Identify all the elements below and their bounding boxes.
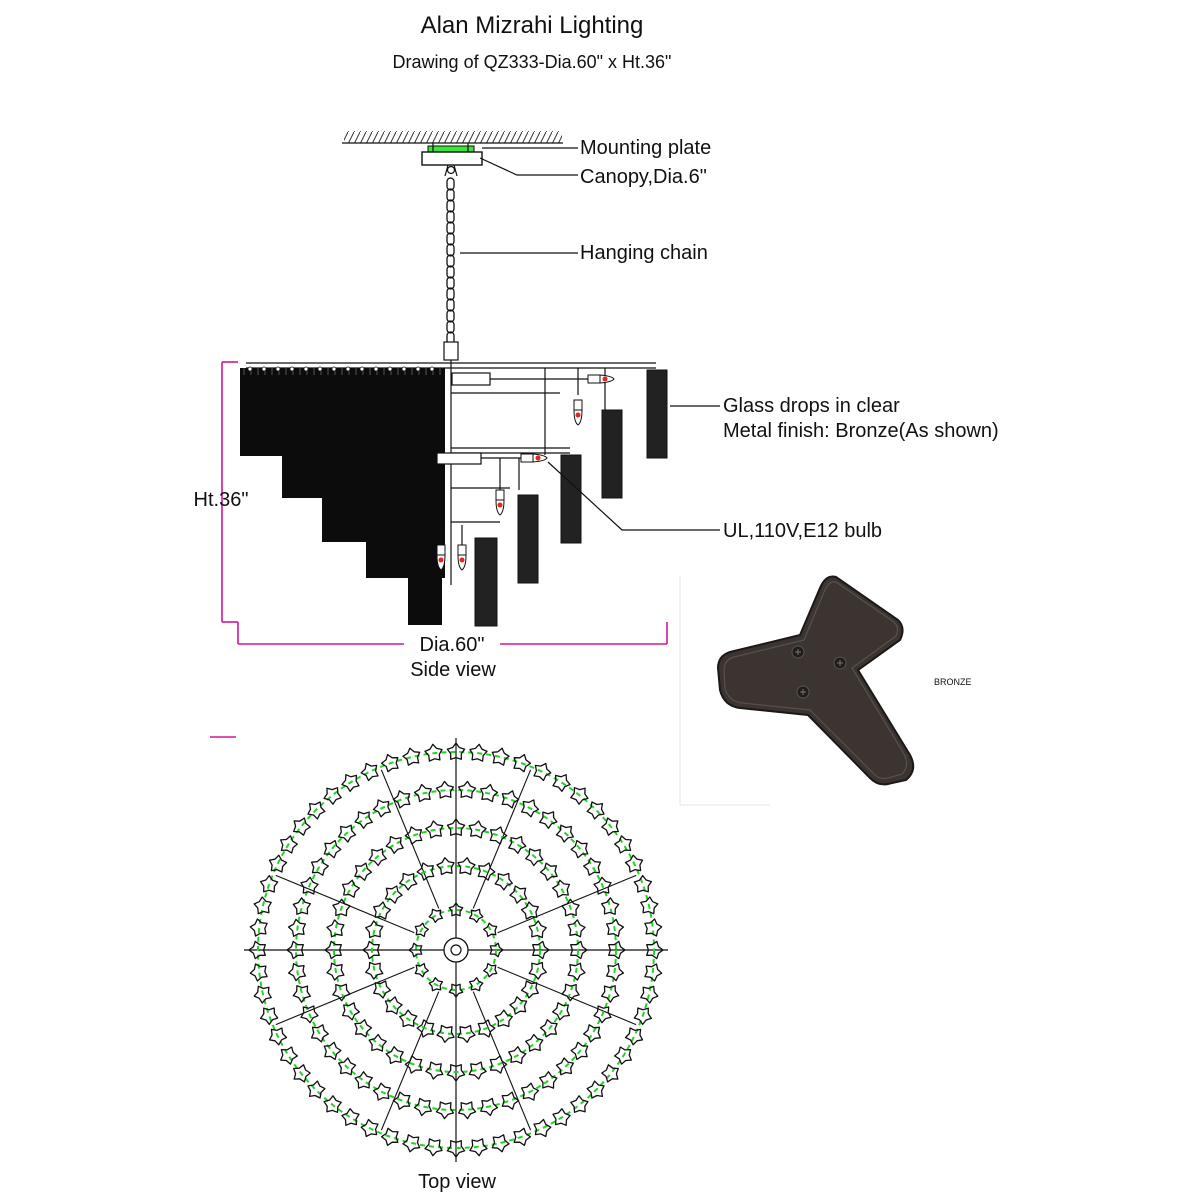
bronze-canopy-sample [716,575,915,786]
glass-drops-right [474,369,668,627]
top-hub [443,341,459,585]
drop-ring [362,857,550,1043]
ceiling-line [342,131,563,144]
metal-finish-label: Metal finish: Bronze(As shown) [723,420,999,442]
height-label: Ht.36" [194,489,249,511]
drop-ring [248,742,664,1158]
side-view-drawing: Ht.36" Dia.60" Side view [194,131,720,681]
mounting-plate-label: Mounting plate [580,137,711,159]
canopy [421,143,483,177]
bronze-label: BRONZE [934,677,972,687]
side-view-label: Side view [410,659,496,681]
drop-ring [324,818,588,1082]
drawing-subtitle: Drawing of QZ333-Dia.60" x Ht.36" [393,52,672,72]
diameter-label: Dia.60" [420,634,485,656]
chain-label: Hanging chain [580,242,708,264]
top-view-label: Top view [418,1171,496,1193]
canopy-label: Canopy,Dia.6" [580,166,707,188]
glass-drops-label: Glass drops in clear [723,395,900,417]
hanging-chain [446,177,455,345]
drop-ring [408,902,504,998]
drawing-title: Alan Mizrahi Lighting [421,12,644,39]
bulb-label: UL,110V,E12 bulb [723,520,882,542]
glass-drops-left [240,368,445,625]
bronze-swatch-panel: BRONZE [679,575,972,806]
top-view-drawing [244,738,668,1162]
frame-right [436,368,606,545]
e12-bulbs [436,374,615,571]
height-dimension [221,361,238,623]
drop-ring [286,780,626,1120]
callout-leaders [460,147,720,531]
